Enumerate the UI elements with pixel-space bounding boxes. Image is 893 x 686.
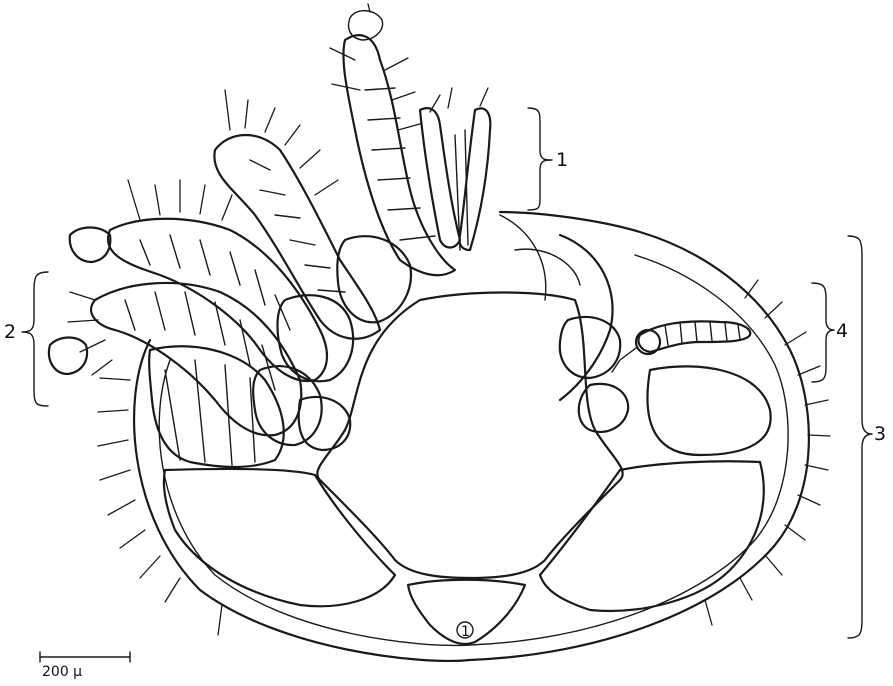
label-4: 4 [836,320,848,342]
sternal-shield [317,293,622,579]
label-2: 2 [4,321,16,343]
label-3: 3 [874,423,886,445]
right-anterior-plates [500,215,771,455]
legs-left [49,135,411,467]
scale-bar-label: 200 μ [42,664,82,680]
body-outline [134,212,809,661]
label-1: 1 [556,149,568,171]
bracket-1: 1 [528,108,568,210]
marginal-setae [98,280,830,635]
bracket-3: 3 [848,236,886,638]
bracket-2: 2 [4,272,48,406]
scale-bar: 200 μ [40,652,130,680]
anal-marker-label: 1 [461,624,470,640]
sensory-appendage [560,317,750,432]
